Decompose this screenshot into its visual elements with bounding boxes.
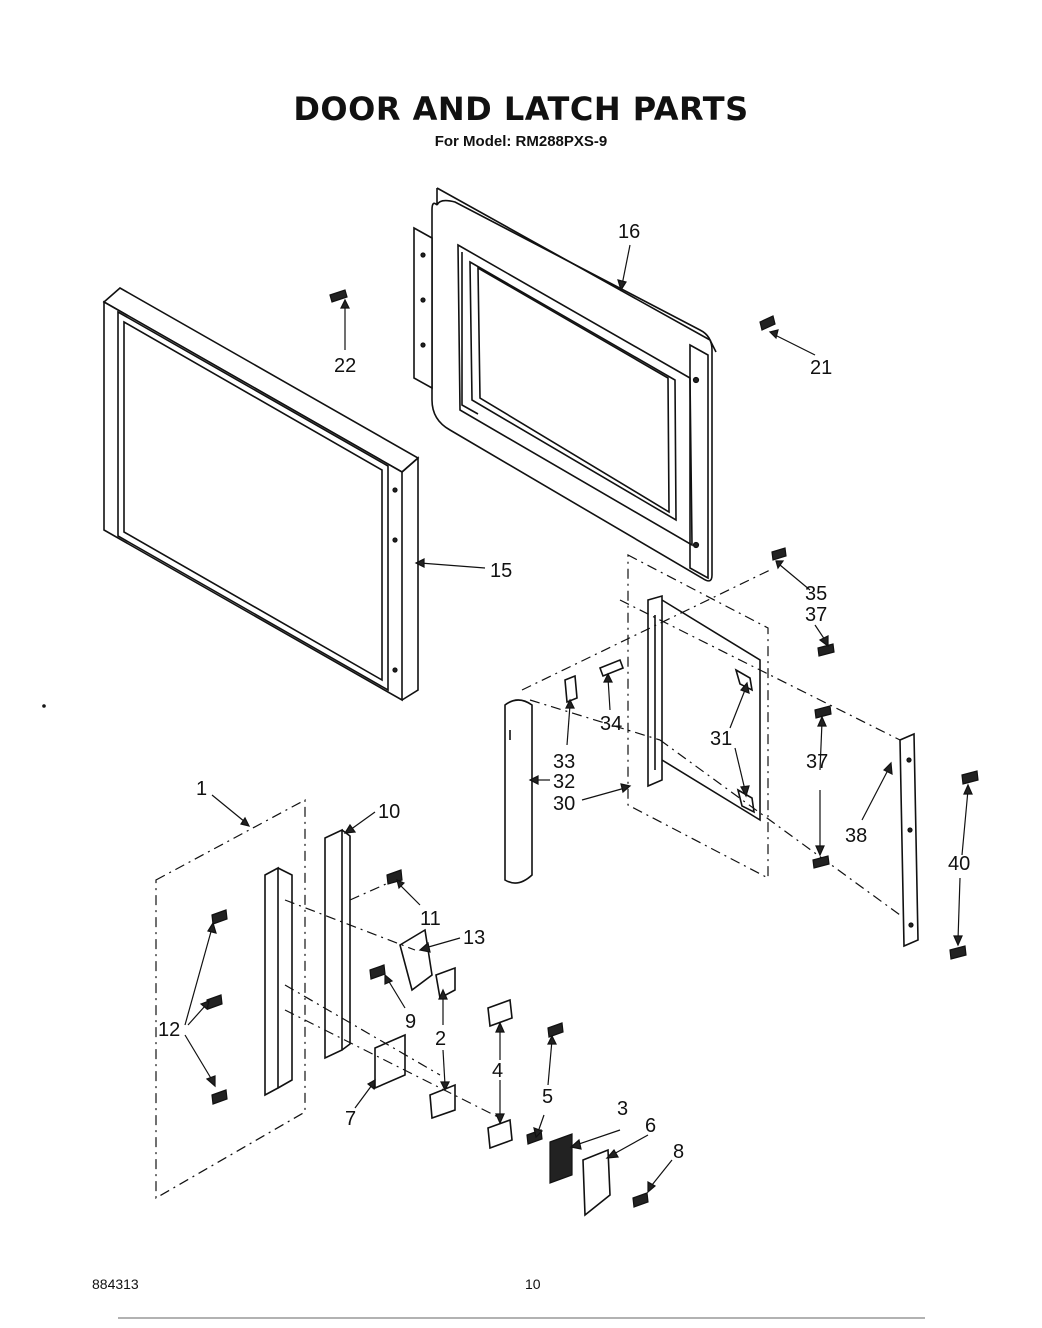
callout-32: 32	[553, 771, 575, 793]
callout-7: 7	[345, 1108, 356, 1130]
latch-assembly-part	[155, 798, 611, 1217]
door-frame-part	[413, 187, 717, 582]
callout-37-upper: 37	[805, 604, 827, 626]
door-outer-panel-part	[102, 287, 420, 702]
model-subtitle: For Model: RM288PXS-9	[0, 133, 1042, 150]
callout-13: 13	[463, 927, 485, 949]
latch-plate-part	[504, 554, 919, 948]
callout-15: 15	[490, 560, 512, 582]
callout-21: 21	[810, 357, 832, 379]
callout-16: 16	[618, 221, 640, 243]
callout-5: 5	[542, 1086, 553, 1108]
callout-38: 38	[845, 825, 867, 847]
callout-30: 30	[553, 793, 575, 815]
page-number: 10	[525, 1276, 541, 1292]
callout-40: 40	[948, 853, 970, 875]
callout-11: 11	[420, 908, 441, 930]
callout-10: 10	[378, 801, 400, 823]
callout-37-lower: 37	[806, 751, 828, 773]
model-label: For Model:	[434, 133, 512, 150]
callout-labels: 16 22 21 15 35 37 34 31 33 37 32 30 38 4…	[158, 221, 970, 1163]
page-title: DOOR AND LATCH PARTS	[293, 90, 749, 128]
callout-1: 1	[196, 778, 207, 800]
callout-35: 35	[805, 583, 827, 605]
callout-33: 33	[553, 751, 575, 773]
document-number: 884313	[92, 1276, 139, 1292]
callout-2: 2	[435, 1028, 446, 1050]
callout-4: 4	[492, 1060, 503, 1082]
callout-31: 31	[710, 728, 732, 750]
leader-arrows	[184, 244, 973, 1194]
callout-9: 9	[405, 1011, 416, 1033]
callout-3: 3	[617, 1098, 628, 1120]
callout-34: 34	[600, 713, 622, 735]
callout-8: 8	[673, 1141, 684, 1163]
screw-parts	[206, 289, 979, 1208]
callout-12: 12	[158, 1019, 180, 1041]
callout-6: 6	[645, 1115, 656, 1137]
model-number: RM288PXS-9	[515, 133, 608, 150]
callout-22: 22	[334, 355, 356, 377]
